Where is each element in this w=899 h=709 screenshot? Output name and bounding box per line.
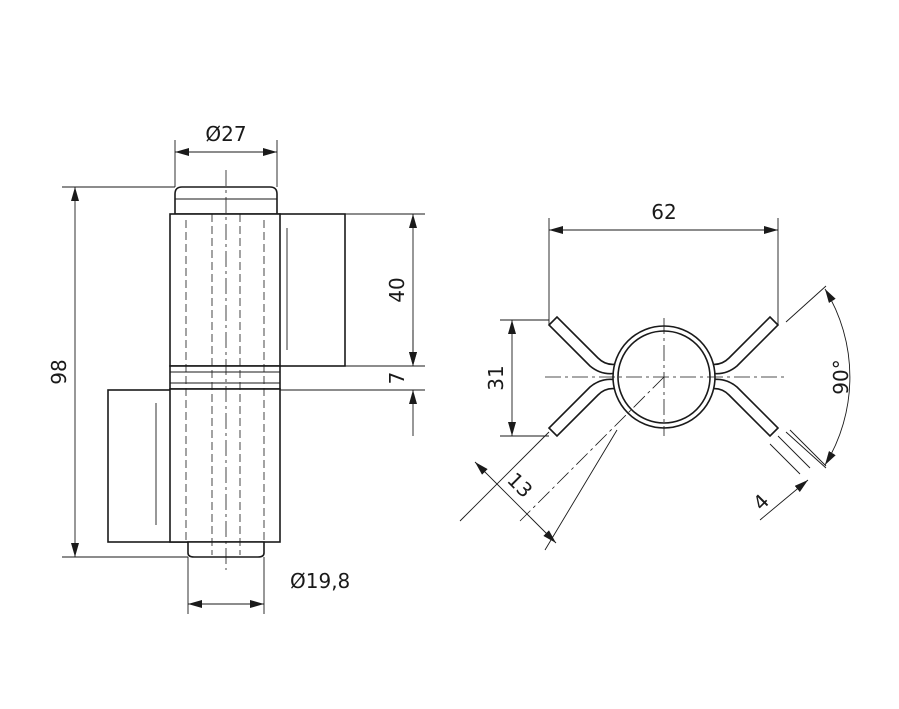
ring [169, 365, 281, 390]
side-view: Ø27 98 40 7 Ø19,8 [47, 122, 425, 614]
top-view: 62 31 13 4 90° [459, 200, 853, 551]
dim-pin-top-diameter: Ø27 [205, 122, 246, 146]
leaf-top-left [547, 315, 618, 375]
lower-knuckle [169, 388, 281, 543]
dim-leaf-angle: 90° [829, 359, 853, 394]
dim-leaf-spacing: 31 [484, 365, 508, 390]
leaf-bottom-left [547, 378, 618, 438]
leaf-top-right [709, 315, 780, 375]
dim-pin-bottom-diameter: Ø19,8 [290, 569, 350, 593]
leaf-bottom-right [709, 378, 780, 438]
dim-span-width: 62 [651, 200, 676, 224]
upper-knuckle [169, 213, 281, 367]
upper-leaf [278, 213, 346, 367]
dim-upper-leaf-height: 40 [385, 277, 409, 302]
dim-total-height: 98 [47, 359, 71, 384]
dim-gap-height: 7 [385, 372, 409, 385]
